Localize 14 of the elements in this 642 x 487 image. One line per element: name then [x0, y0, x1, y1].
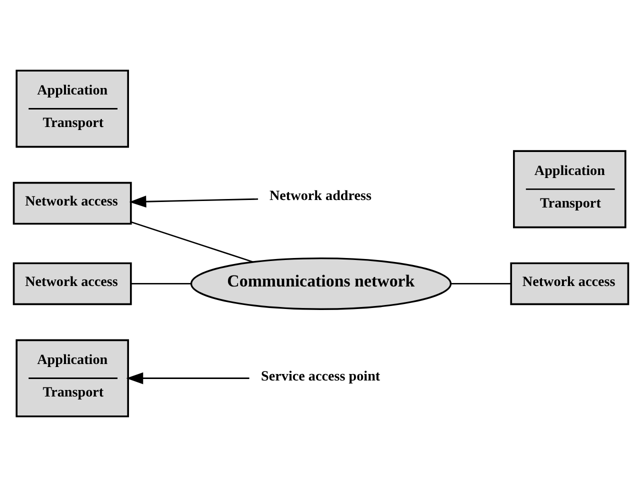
node-box: Application Transport — [16, 339, 129, 418]
node-text: Network address — [269, 188, 372, 204]
node-box: Network access — [12, 182, 132, 225]
node-box: Application Transport — [513, 150, 626, 228]
arrow — [129, 196, 258, 208]
node-box: Network access — [12, 262, 132, 306]
node-text: Service access point — [261, 368, 380, 384]
node-ellipse: Communications network — [190, 257, 452, 310]
connector — [131, 221, 254, 263]
node-box: Application Transport — [16, 70, 129, 148]
arrow — [126, 372, 250, 384]
connector — [450, 283, 511, 284]
connector — [131, 283, 192, 284]
node-box: Network access — [510, 262, 630, 306]
